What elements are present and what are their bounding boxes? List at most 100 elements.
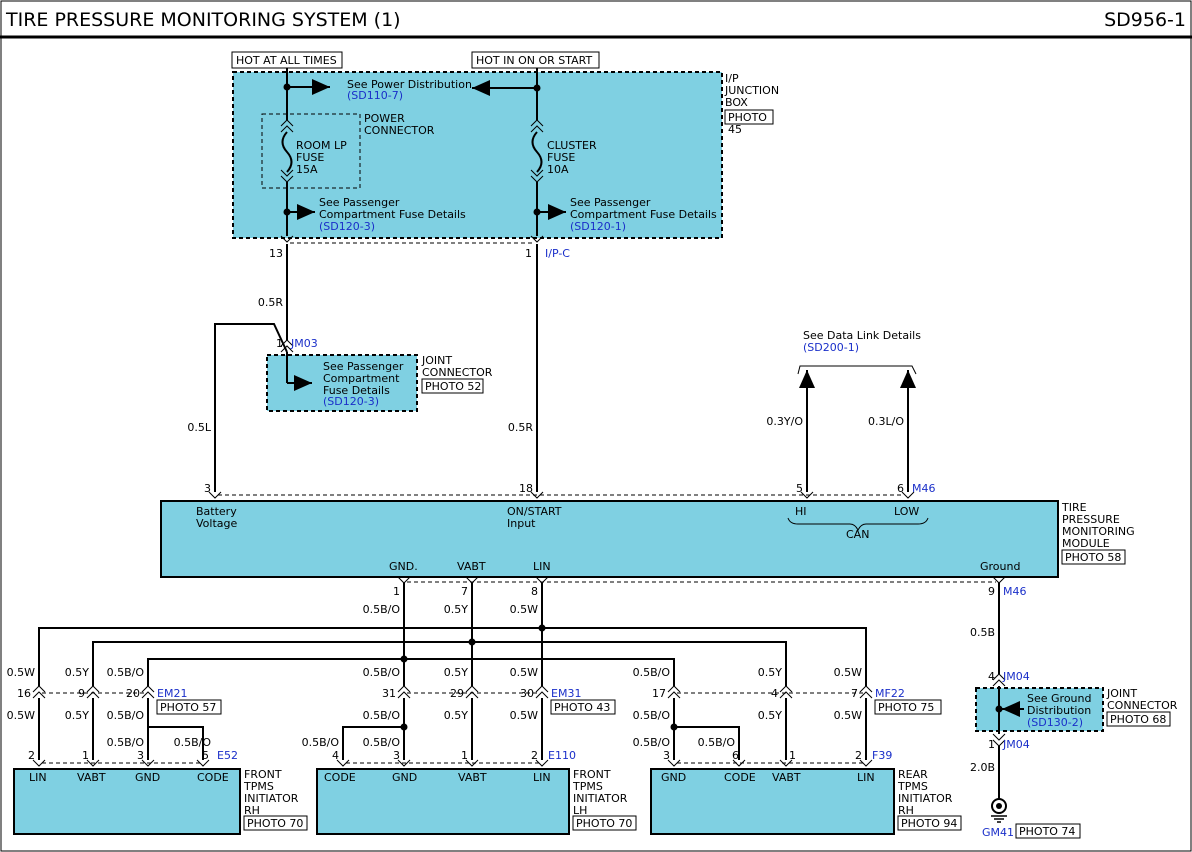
em31-pin-29: 29 [450,687,464,700]
e52-wire-05w: 0.5W [7,709,35,722]
f39-label-1: REAR [898,768,928,781]
wire-05l-label: 0.5L [187,421,211,434]
f39-name: F39 [872,749,892,762]
e110-vabt: VABT [458,771,487,784]
mf22-pin-4: 4 [771,687,778,700]
room-fuse-top-connector-icon [280,119,294,133]
module-gnd: GND. [389,560,418,573]
wire-20b: 2.0B [970,761,995,774]
module-lin: LIN [533,560,551,573]
e52-label-1: FRONT [244,768,282,781]
f39-wire-05bo-3: 0.5B/O [698,736,736,749]
power-connector-label-1: POWER [364,112,405,125]
e110-label-1: FRONT [573,768,611,781]
rear-tpms-initiator-rh [650,768,895,835]
f39-wire-05bo: 0.5B/O [633,709,671,722]
hot-in-on-or-start-label: HOT IN ON OR START [476,54,593,67]
f39-pin-2: 2 [855,749,862,762]
f39-lin: LIN [857,771,875,784]
wire-05r-top: 0.5R [258,296,283,309]
em21-pin-20: 20 [126,687,140,700]
em21-photo: PHOTO 57 [160,701,216,714]
module-name-3: MONITORING [1062,525,1135,538]
e52-vabt: VABT [77,771,106,784]
e110-code: CODE [324,771,356,784]
e52-pin-1: 1 [82,749,89,762]
e110-wire-05bo-2: 0.5B/O [302,736,340,749]
e110-name: E110 [548,749,576,762]
mf22-name: MF22 [875,687,905,700]
room-fuse-label-3: 15A [296,163,318,176]
e52-gnd: GND [135,771,160,784]
jm03-name: JM03 [290,337,318,350]
e52-label-4: RH [244,804,260,817]
gm41-photo: PHOTO 74 [1019,825,1075,838]
see-pass-1-ref: (SD120-3) [319,220,375,233]
ip-box-photo: PHOTO [728,111,767,124]
jm03-see-pass-3: Fuse Details [323,384,390,397]
e52-name: E52 [217,749,238,762]
see-power-dist-ref: (SD110-7) [347,89,403,102]
em31-wire-05bo-up: 0.5B/O [363,666,401,679]
jm04-joint-1: JOINT [1106,687,1137,700]
e110-photo: PHOTO 70 [576,817,632,830]
e110-wire-05bo: 0.5B/O [363,709,401,722]
cluster-fuse-label-1: CLUSTER [547,139,597,152]
module-conn-top: M46 [912,482,936,495]
e52-label-3: INITIATOR [244,792,299,805]
room-fuse-label-2: FUSE [296,151,324,164]
ground-icon [991,798,1007,823]
tpms-module [160,500,1059,578]
e52-wire-05y: 0.5Y [65,709,89,722]
wire-03yo: 0.3Y/O [766,415,803,428]
e110-wire-05y: 0.5Y [444,709,468,722]
jm03-see-pass-1: See Passenger [323,360,404,373]
power-connector-box [261,113,361,189]
mf22-photo: PHOTO 75 [878,701,934,714]
em21-wire-05w-up: 0.5W [7,666,35,679]
em21-name: EM21 [157,687,187,700]
jm04-name-top: JM04 [1002,670,1030,683]
f39-wire-05bo-2: 0.5B/O [633,736,671,749]
module-onstart-1: ON/START [507,505,562,518]
f39-gnd: GND [661,771,686,784]
e52-wire-05bo: 0.5B/O [107,709,145,722]
module-hi: HI [795,505,807,518]
em31-photo: PHOTO 43 [554,701,610,714]
module-name-2: PRESSURE [1062,513,1120,526]
f39-code: CODE [724,771,756,784]
ip-pin-1: 1 [525,247,532,260]
module-pin-1: 1 [393,585,400,598]
f39-photo: PHOTO 94 [901,817,957,830]
f39-label-4: RH [898,804,914,817]
e110-label-3: INITIATOR [573,792,628,805]
f39-pin-1: 1 [789,749,796,762]
ip-box-name-1: I/P [725,72,739,85]
see-pass-1-line-2: Compartment Fuse Details [319,208,466,221]
module-vabt: VABT [457,560,486,573]
em31-pin-30: 30 [520,687,534,700]
jm04-see-ground-ref: (SD130-2) [1027,716,1083,729]
ip-box-name-3: BOX [725,96,748,109]
room-fuse-label-1: ROOM LP [296,139,347,152]
jm04-see-ground-1: See Ground [1027,692,1091,705]
e52-pin-3: 3 [137,749,144,762]
module-low: LOW [894,505,919,518]
cluster-fuse-label-3: 10A [547,163,569,176]
see-pass-2-line-2: Compartment Fuse Details [570,208,717,221]
ip-pin-13: 13 [269,247,283,260]
jm04-photo: PHOTO 68 [1110,713,1166,726]
em21-wire-05y-up: 0.5Y [65,666,89,679]
jm03-pin: 1 [276,337,283,350]
mf22-wire-05w-up: 0.5W [834,666,862,679]
e52-photo: PHOTO 70 [247,817,303,830]
gnd-bus [147,658,675,686]
cluster-fuse-top-connector-icon [530,119,544,133]
f39-pin-3: 3 [663,749,670,762]
ip-c-connector-label: I/P-C [545,247,570,260]
front-tpms-initiator-rh [13,768,241,835]
ip-box-name-2: JUNCTION [724,84,779,97]
diagram-title: TIRE PRESSURE MONITORING SYSTEM (1) [5,9,401,31]
em31-pin-31: 31 [382,687,396,700]
